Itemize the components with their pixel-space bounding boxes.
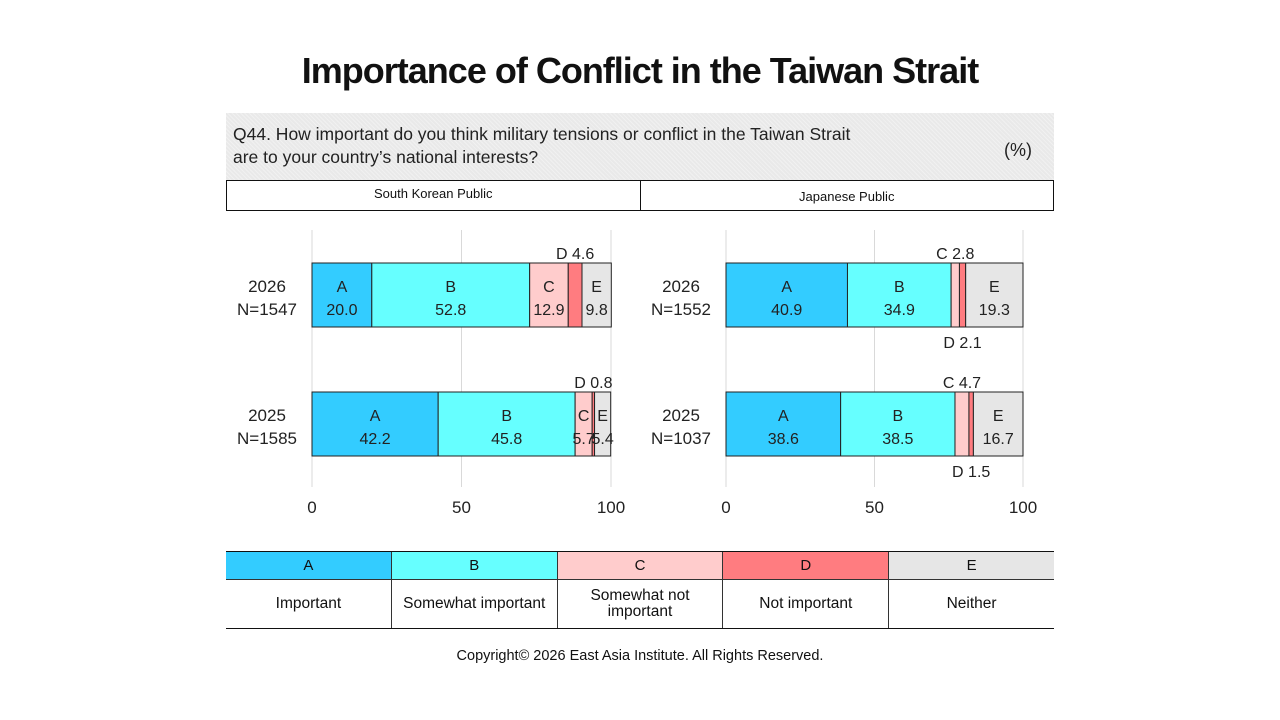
bar-segment-c xyxy=(950,262,960,328)
data-label: 42.2 xyxy=(360,431,391,448)
bar-segment-d xyxy=(958,262,967,328)
legend-cell-a: A Important xyxy=(226,552,391,628)
legend-cell-e: E Neither xyxy=(888,552,1054,628)
segment-key-label: A xyxy=(781,279,792,296)
data-label: 45.8 xyxy=(491,431,522,448)
chart-title: Importance of Conflict in the Taiwan Str… xyxy=(301,50,979,91)
row-year-label: 2025 xyxy=(662,406,700,425)
bar-segment-e xyxy=(581,262,612,328)
bar-segment-a xyxy=(311,391,439,457)
data-label-callout: C 4.7 xyxy=(943,375,981,392)
legend-cell-b: B Somewhat important xyxy=(390,552,557,628)
row-n-label: N=1585 xyxy=(237,429,297,448)
group-header: South Korean Public Japanese Public xyxy=(226,180,1054,211)
segment-key-label: C xyxy=(543,279,555,296)
bar-segment-a xyxy=(725,262,848,328)
x-tick-label: 0 xyxy=(721,498,730,517)
legend-key-a: A xyxy=(226,552,391,580)
legend-cell-d: D Not important xyxy=(722,552,889,628)
x-tick-label: 100 xyxy=(597,498,625,517)
row-n-label: N=1037 xyxy=(651,429,711,448)
bar-segment-e xyxy=(594,391,612,457)
bar-segment-b xyxy=(840,391,956,457)
bar-segment-e xyxy=(965,262,1024,328)
row-n-label: N=1547 xyxy=(237,300,297,319)
bar-segment-d xyxy=(567,262,583,328)
bar-segment-c xyxy=(529,262,569,328)
data-label-callout: D 4.6 xyxy=(556,246,594,263)
x-tick-label: 0 xyxy=(307,498,316,517)
data-label: 16.7 xyxy=(983,431,1014,448)
group-header-korea: South Korean Public xyxy=(373,186,493,201)
legend-table: A Important B Somewhat important C Somew… xyxy=(226,551,1054,629)
segment-key-label: E xyxy=(989,279,1000,296)
data-label-callout: D 1.5 xyxy=(952,464,990,481)
data-label: 52.8 xyxy=(435,302,466,319)
data-label: 34.9 xyxy=(884,302,915,319)
question-line-1: Q44. How important do you think military… xyxy=(233,124,851,144)
unit-label: (%) xyxy=(1004,140,1032,160)
data-label: 38.6 xyxy=(768,431,799,448)
segment-key-label: B xyxy=(894,279,905,296)
data-label: 19.3 xyxy=(979,302,1010,319)
legend-label-b: Somewhat important xyxy=(403,595,546,612)
bar-segment-a xyxy=(311,262,373,328)
legend-label-e: Neither xyxy=(946,595,997,612)
data-label: 38.5 xyxy=(882,431,913,448)
question-text: Q44. How important do you think military… xyxy=(233,123,953,169)
legend-label-c: Somewhat not important xyxy=(590,587,690,620)
data-label: 9.8 xyxy=(586,302,608,319)
segment-key-label: E xyxy=(591,279,602,296)
data-label: 12.9 xyxy=(533,302,564,319)
question-box: Q44. How important do you think military… xyxy=(226,113,1054,180)
segment-key-label: B xyxy=(501,408,512,425)
data-label-callout: D 2.1 xyxy=(943,335,981,352)
bar-segment-b xyxy=(371,262,531,328)
legend-label-d: Not important xyxy=(759,595,853,612)
segment-key-label: B xyxy=(445,279,456,296)
row-n-label: N=1552 xyxy=(651,300,711,319)
segment-key-label: A xyxy=(337,279,348,296)
data-label: 5.4 xyxy=(592,431,614,448)
segment-key-label: A xyxy=(370,408,381,425)
x-tick-label: 100 xyxy=(1009,498,1037,517)
bar-segment-b xyxy=(437,391,576,457)
segment-key-label: C xyxy=(578,408,590,425)
bar-segment-d xyxy=(968,391,974,457)
row-year-label: 2026 xyxy=(662,277,700,296)
row-year-label: 2025 xyxy=(248,406,286,425)
legend-key-b: B xyxy=(391,552,557,580)
group-header-japan: Japanese Public xyxy=(639,181,1054,210)
question-line-2: are to your country’s national interests… xyxy=(233,147,539,167)
legend-cell-c: C Somewhat not important xyxy=(556,552,723,628)
copyright-text: Copyright© 2026 East Asia Institute. All… xyxy=(456,648,824,664)
segment-key-label: A xyxy=(778,408,789,425)
legend-key-c: C xyxy=(557,552,723,580)
data-label-callout: D 0.8 xyxy=(574,375,612,392)
x-tick-label: 50 xyxy=(452,498,471,517)
legend-label-a: Important xyxy=(275,595,342,612)
bar-segment-e xyxy=(972,391,1024,457)
legend-key-d: D xyxy=(723,552,889,580)
segment-key-label: B xyxy=(892,408,903,425)
segment-key-label: E xyxy=(597,408,608,425)
row-year-label: 2026 xyxy=(248,277,286,296)
data-label: 5.7 xyxy=(573,431,595,448)
segment-key-label: E xyxy=(993,408,1004,425)
data-label: 20.0 xyxy=(326,302,357,319)
legend-key-e: E xyxy=(889,552,1054,580)
x-tick-label: 50 xyxy=(865,498,884,517)
bar-segment-c xyxy=(954,391,970,457)
data-label-callout: C 2.8 xyxy=(936,246,974,263)
data-label: 40.9 xyxy=(771,302,802,319)
